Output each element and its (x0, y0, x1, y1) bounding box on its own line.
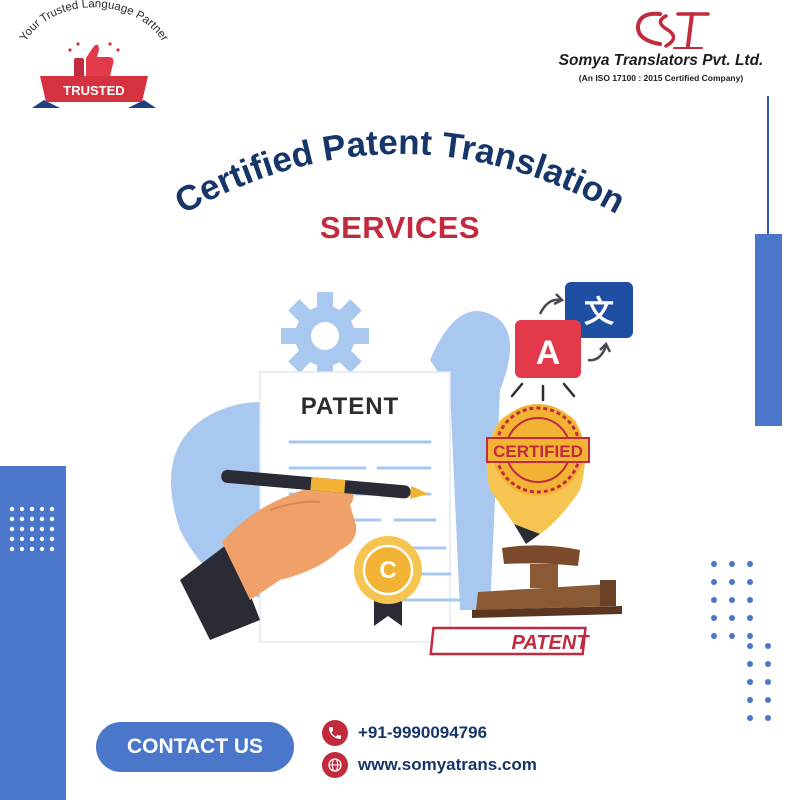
document-title: PATENT (300, 393, 400, 420)
decorative-dot (19, 546, 25, 552)
decorative-dot (747, 615, 753, 621)
patent-illustration: C 文 A (171, 282, 633, 656)
decorative-dot (747, 697, 753, 703)
decorative-dot (729, 615, 735, 621)
gear-icon (281, 292, 369, 380)
stamp-plate-label: PATENT (511, 632, 590, 654)
translate-icon: 文 A (510, 282, 633, 402)
company-logo (635, 11, 710, 49)
website-url: www.somyatrans.com (358, 755, 537, 774)
company-name: Somya Translators Pvt. Ltd. (558, 52, 764, 69)
decorative-dot (19, 516, 25, 522)
company-certification: (An ISO 17100 : 2015 Certified Company) (578, 73, 744, 83)
decorative-dot (747, 597, 753, 603)
decorative-dot (765, 697, 771, 703)
decorative-dot (765, 661, 771, 667)
decorative-dot (747, 633, 753, 639)
page-title: Certified Patent Translation (169, 123, 632, 222)
trusted-banner: TRUSTED (32, 76, 156, 108)
badge-label: TRUSTED (63, 83, 124, 98)
svg-text:A: A (536, 334, 561, 372)
website-contact[interactable]: www.somyatrans.com (322, 752, 537, 778)
hand-with-pen (180, 469, 429, 640)
decorative-dot (765, 643, 771, 649)
decorative-dot (9, 536, 15, 542)
decorative-dot (747, 643, 753, 649)
decorative-dot (9, 506, 15, 512)
rubber-stamp-icon (472, 545, 622, 618)
dot-grid-right-lower (747, 643, 771, 721)
decorative-line (767, 96, 769, 236)
globe-cursor-icon (322, 752, 348, 778)
patent-stamp-plate: PATENT (429, 626, 590, 656)
decorative-dot (711, 633, 717, 639)
decorative-dot (39, 506, 45, 512)
decorative-dot (711, 561, 717, 567)
decorative-dot (39, 546, 45, 552)
decorative-dot (765, 715, 771, 721)
heading-arc: Certified Patent Translation (169, 123, 632, 222)
decorative-dot (29, 526, 35, 532)
decorative-dot (747, 561, 753, 567)
decorative-dot (711, 615, 717, 621)
decorative-dot (9, 546, 15, 552)
copyright-seal-icon: C (354, 536, 422, 626)
decorative-dot (39, 516, 45, 522)
decorative-dot (29, 546, 35, 552)
decorative-dot (729, 579, 735, 585)
page-subtitle: SERVICES (319, 210, 481, 245)
decorative-dot (729, 561, 735, 567)
decorative-dot (729, 597, 735, 603)
decorative-dot (9, 526, 15, 532)
contact-us-button[interactable]: CONTACT US (96, 722, 294, 772)
copyright-symbol: C (379, 557, 396, 584)
decorative-dot (711, 579, 717, 585)
decorative-dot (49, 516, 55, 522)
decorative-dot (49, 546, 55, 552)
trusted-badge: Your Trusted Language Partner TRUSTED (18, 0, 171, 108)
decorative-dot (29, 506, 35, 512)
star-icons (68, 42, 120, 52)
phone-contact[interactable]: +91-9990094796 (322, 720, 487, 746)
decorative-dot (19, 526, 25, 532)
decorative-dot (19, 536, 25, 542)
stamp-label: CERTIFIED (493, 442, 583, 461)
decorative-dot (747, 579, 753, 585)
decorative-dot (39, 536, 45, 542)
certified-stamp-icon: CERTIFIED (486, 404, 590, 544)
phone-number: +91-9990094796 (358, 723, 488, 742)
decorative-dot (29, 536, 35, 542)
decorative-dot (19, 506, 25, 512)
decorative-dot (747, 661, 753, 667)
phone-icon (322, 720, 348, 746)
decorative-dot (49, 506, 55, 512)
decorative-dot (39, 526, 45, 532)
decorative-bar (755, 234, 782, 426)
thumbs-up-icon (74, 44, 114, 79)
decorative-dot (765, 679, 771, 685)
decorative-dot (29, 516, 35, 522)
decorative-dot (711, 597, 717, 603)
badge-arc-text: Your Trusted Language Partner (18, 0, 171, 44)
decorative-dot (49, 526, 55, 532)
decorative-dot (747, 715, 753, 721)
dot-grid-right-upper (711, 561, 753, 639)
decorative-dot (747, 679, 753, 685)
decorative-dot (9, 516, 15, 522)
decorative-block (0, 466, 66, 800)
svg-text:文: 文 (584, 295, 614, 330)
dot-grid-left (9, 506, 55, 552)
decorative-dot (49, 536, 55, 542)
decorative-dot (729, 633, 735, 639)
